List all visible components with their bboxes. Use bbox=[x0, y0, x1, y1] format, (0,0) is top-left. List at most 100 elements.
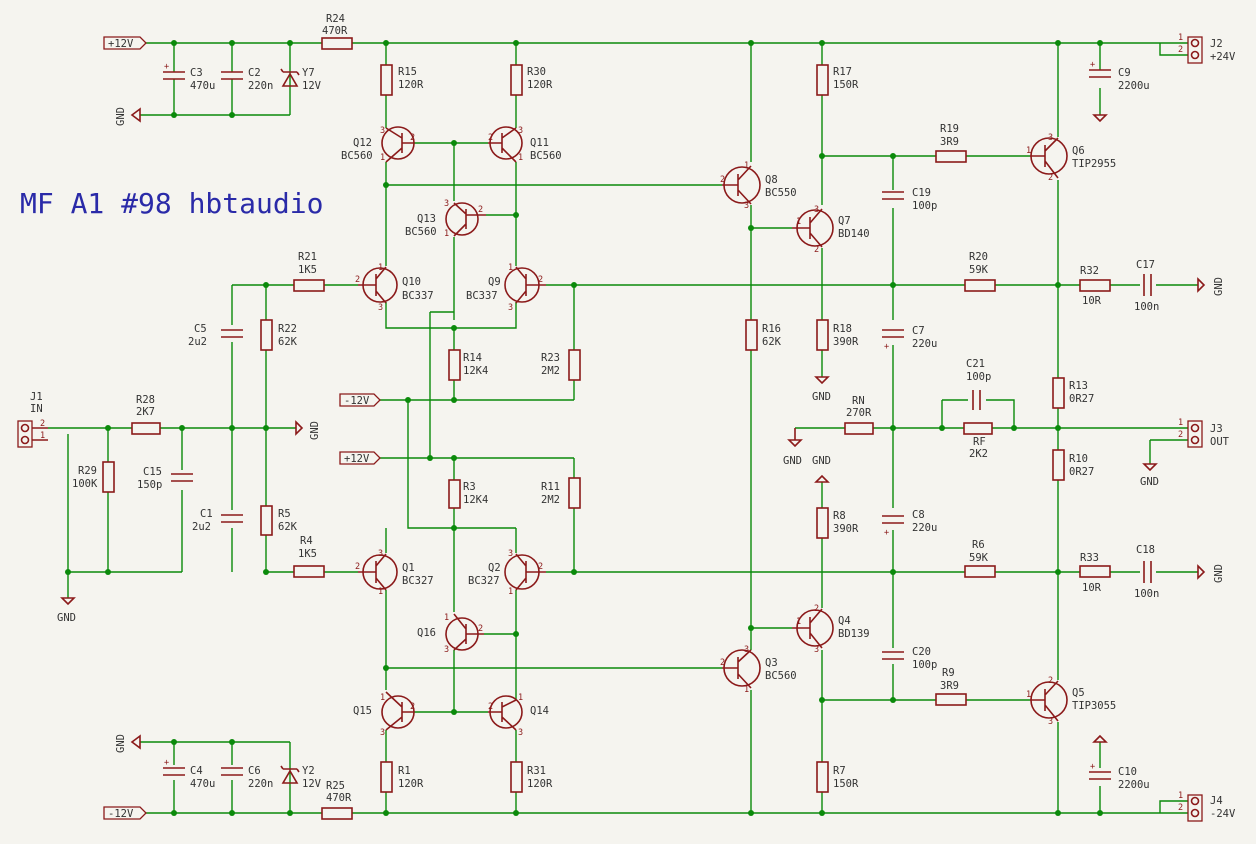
svg-text:C19: C19 bbox=[912, 187, 931, 199]
svg-text:R13: R13 bbox=[1069, 380, 1088, 392]
svg-text:RN: RN bbox=[852, 395, 865, 407]
gnd-icon: GND bbox=[1197, 277, 1225, 296]
svg-text:R33: R33 bbox=[1080, 552, 1099, 564]
svg-text:BC337: BC337 bbox=[466, 290, 498, 302]
svg-text:2: 2 bbox=[1048, 173, 1053, 183]
svg-text:100n: 100n bbox=[1134, 301, 1159, 313]
svg-text:1: 1 bbox=[744, 685, 749, 695]
svg-text:0R27: 0R27 bbox=[1069, 466, 1094, 478]
gnd-icon bbox=[1092, 734, 1108, 743]
svg-text:2: 2 bbox=[720, 658, 725, 668]
svg-text:2M2: 2M2 bbox=[541, 494, 560, 506]
svg-text:R30: R30 bbox=[527, 66, 546, 78]
svg-text:GND: GND bbox=[812, 391, 831, 403]
svg-text:R31: R31 bbox=[527, 765, 546, 777]
svg-text:62K: 62K bbox=[278, 336, 298, 348]
connector-j3: 1 2 J3 OUT bbox=[1178, 418, 1230, 448]
power-ports: +12V -12V -12V +12V bbox=[103, 36, 381, 820]
port-label: -12V bbox=[108, 808, 134, 820]
svg-text:470u: 470u bbox=[190, 80, 215, 92]
svg-text:R9: R9 bbox=[942, 667, 955, 679]
svg-text:C1: C1 bbox=[200, 508, 213, 520]
transistor-q16: Q16 123 bbox=[417, 613, 484, 655]
svg-text:Q9: Q9 bbox=[488, 276, 501, 288]
svg-text:150R: 150R bbox=[833, 778, 859, 790]
svg-text:3: 3 bbox=[814, 645, 819, 655]
svg-text:R24: R24 bbox=[326, 13, 345, 25]
svg-text:3R9: 3R9 bbox=[940, 136, 959, 148]
svg-text:R11: R11 bbox=[541, 481, 560, 493]
svg-text:1: 1 bbox=[444, 613, 449, 623]
svg-text:1: 1 bbox=[40, 431, 45, 441]
svg-text:100p: 100p bbox=[912, 659, 937, 671]
svg-text:1: 1 bbox=[378, 263, 383, 273]
svg-text:2: 2 bbox=[410, 133, 415, 143]
gnd-icon: GND bbox=[812, 376, 831, 403]
svg-text:1: 1 bbox=[444, 229, 449, 239]
svg-text:2: 2 bbox=[478, 205, 483, 215]
svg-text:J3: J3 bbox=[1210, 423, 1223, 435]
svg-text:GND: GND bbox=[1213, 564, 1225, 583]
svg-text:270R: 270R bbox=[846, 407, 872, 419]
svg-text:TIP3055: TIP3055 bbox=[1072, 700, 1116, 712]
svg-text:GND: GND bbox=[309, 421, 321, 440]
svg-text:R5: R5 bbox=[278, 508, 291, 520]
svg-text:C15: C15 bbox=[143, 466, 162, 478]
svg-text:0R27: 0R27 bbox=[1069, 393, 1094, 405]
svg-text:R23: R23 bbox=[541, 352, 560, 364]
svg-text:GND: GND bbox=[783, 455, 802, 467]
svg-text:R16: R16 bbox=[762, 323, 781, 335]
svg-text:1: 1 bbox=[1178, 33, 1183, 43]
junctions bbox=[65, 40, 1103, 816]
capacitor-c17: C17 100n bbox=[1134, 259, 1159, 313]
svg-text:100p: 100p bbox=[912, 200, 937, 212]
svg-text:1K5: 1K5 bbox=[298, 264, 317, 276]
svg-text:120R: 120R bbox=[527, 778, 553, 790]
svg-text:470u: 470u bbox=[190, 778, 215, 790]
connector-j2: 1 2 J2 +24V bbox=[1178, 33, 1236, 64]
svg-text:Q6: Q6 bbox=[1072, 145, 1085, 157]
svg-text:+: + bbox=[164, 62, 169, 72]
svg-text:1: 1 bbox=[518, 153, 523, 163]
svg-text:10R: 10R bbox=[1082, 295, 1102, 307]
svg-text:3: 3 bbox=[380, 728, 385, 738]
gnd-icon: GND bbox=[115, 107, 141, 126]
svg-text:1: 1 bbox=[796, 217, 801, 227]
svg-text:C9: C9 bbox=[1118, 67, 1131, 79]
svg-text:Q10: Q10 bbox=[402, 276, 421, 288]
svg-text:GND: GND bbox=[115, 734, 127, 753]
svg-text:Q2: Q2 bbox=[488, 562, 501, 574]
svg-text:3: 3 bbox=[1048, 133, 1053, 143]
svg-text:R1: R1 bbox=[398, 765, 411, 777]
svg-text:+: + bbox=[164, 758, 169, 768]
svg-text:390R: 390R bbox=[833, 336, 859, 348]
svg-text:C17: C17 bbox=[1136, 259, 1155, 271]
svg-text:220u: 220u bbox=[912, 522, 937, 534]
